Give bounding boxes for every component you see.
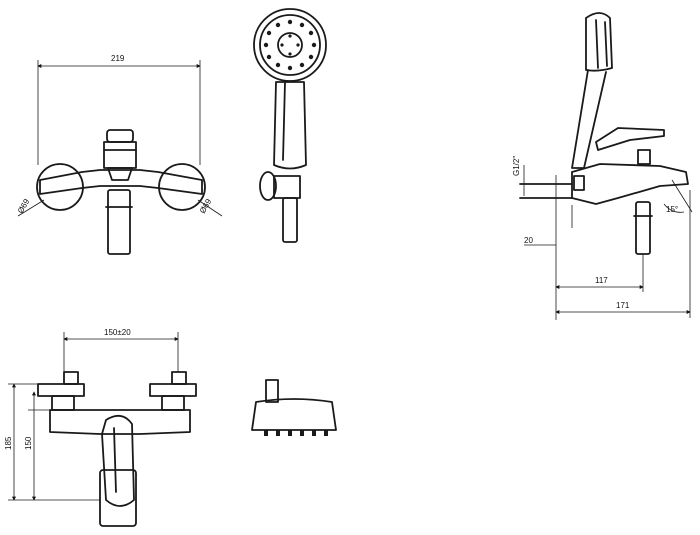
dim-height-150: 150 — [24, 436, 33, 450]
dim-depth-117: 117 — [595, 276, 608, 285]
spray-nozzles — [263, 19, 317, 71]
dim-width-219: 219 — [111, 54, 125, 63]
front-view-mixer — [17, 60, 223, 255]
dim-offset-20: 20 — [524, 236, 533, 245]
dim-thread: G1/2" — [512, 156, 521, 176]
dim-spacing: 150±20 — [104, 328, 131, 337]
dim-height-185: 185 — [4, 436, 13, 450]
spray-nozzles-side — [264, 430, 328, 436]
side-view-mixer — [519, 12, 693, 320]
hand-shower-view — [253, 8, 327, 243]
dim-diameter-left: Ø69 — [16, 197, 32, 215]
dim-depth-171: 171 — [616, 301, 630, 310]
shower-head-side-view — [251, 379, 337, 436]
dim-angle-15: 15° — [666, 205, 678, 214]
top-view-mixer — [8, 332, 197, 527]
